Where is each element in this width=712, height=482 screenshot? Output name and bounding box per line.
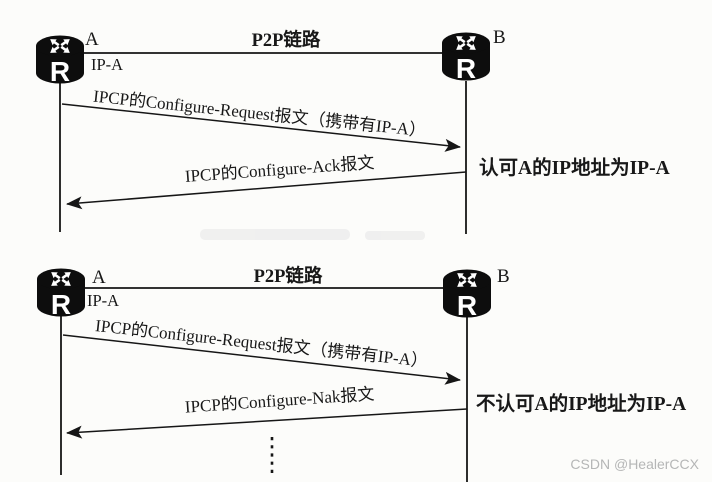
router-b-icon <box>443 270 491 322</box>
node-a-label: A <box>85 29 99 50</box>
ack-note: 认可A的IP地址为IP-A <box>479 156 670 179</box>
configure-ack-arrow <box>66 171 467 210</box>
router-a-icon <box>37 269 85 321</box>
p2p-link-label: P2P链路 <box>254 265 323 287</box>
p2p-link-label: P2P链路 <box>252 29 321 51</box>
node-a-label: A <box>92 267 106 288</box>
scan-artifact-smudge <box>200 229 425 240</box>
nak-note: 不认可A的IP地址为IP-A <box>476 392 686 415</box>
configure-request-arrow <box>61 103 461 152</box>
top-sequence-ack-scenario: A B IP-A P2P链路 IPCP的Configure-Request报文（… <box>36 27 670 234</box>
router-a-icon <box>36 36 84 88</box>
ip-a-label: IP-A <box>91 55 123 74</box>
watermark: CSDN @HealerCCX <box>570 456 699 472</box>
configure-request-arrow <box>62 334 461 385</box>
router-b-icon <box>442 33 490 85</box>
node-b-label: B <box>493 27 506 48</box>
ip-a-label: IP-A <box>87 291 119 310</box>
node-b-label: B <box>497 266 510 287</box>
bottom-sequence-nak-scenario: A B IP-A P2P链路 IPCP的Configure-Request报文（… <box>37 265 686 482</box>
configure-nak-label: IPCP的Configure-Nak报文 <box>184 384 375 416</box>
configure-nak-arrow <box>66 408 468 439</box>
configure-request-label: IPCP的Configure-Request报文（携带有IP-A） <box>92 87 426 141</box>
